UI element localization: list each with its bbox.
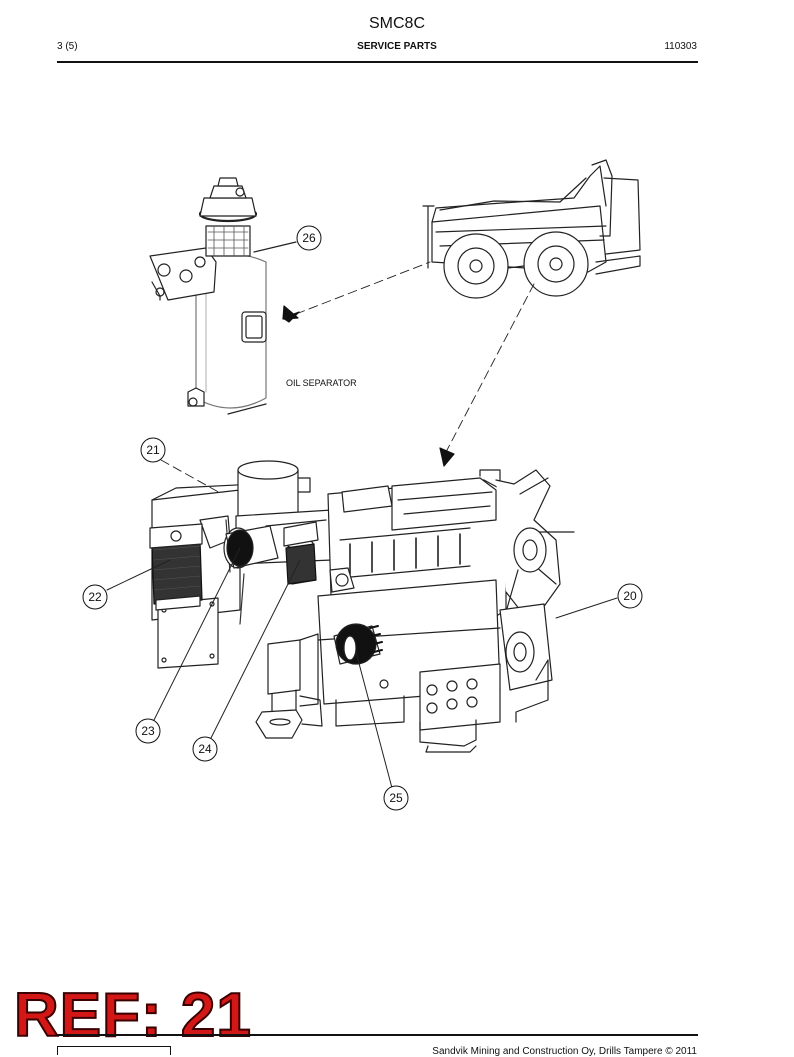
sandvik-logo (57, 1046, 171, 1055)
header-rule (57, 61, 698, 63)
oil-separator-drawing (149, 177, 297, 415)
callout-26: 26 (296, 225, 322, 251)
section-title: SERVICE PARTS (357, 41, 437, 52)
svg-text:21: 21 (146, 443, 160, 457)
callout-21: 21 (140, 437, 166, 463)
svg-text:23: 23 (141, 724, 155, 738)
page-number: 3 (5) (57, 41, 78, 52)
svg-text:22: 22 (88, 590, 102, 604)
oil-separator-label: OIL SEPARATOR (286, 378, 357, 388)
engine-drawing (151, 460, 575, 753)
callout-25: 25 (383, 785, 409, 811)
callout-leaders (106, 547, 618, 789)
footer-copyright: Sandvik Mining and Construction Oy, Dril… (432, 1046, 697, 1057)
filter-element-drawing (149, 523, 203, 611)
svg-text:24: 24 (198, 742, 212, 756)
svg-text:20: 20 (623, 589, 637, 603)
footer-rule (57, 1034, 698, 1036)
callout-22: 22 (82, 584, 108, 610)
svg-text:25: 25 (389, 791, 403, 805)
document-title: SMC8C (368, 15, 425, 32)
vehicle-drawing (422, 159, 641, 299)
callout-24: 24 (192, 736, 218, 762)
svg-text:26: 26 (302, 231, 316, 245)
dashed-leaders (160, 261, 535, 495)
callout-23: 23 (135, 718, 161, 744)
reference-stamp: REF: 21 (13, 981, 252, 1050)
callout-20: 20 (617, 583, 643, 609)
document-number: 110303 (664, 41, 697, 52)
